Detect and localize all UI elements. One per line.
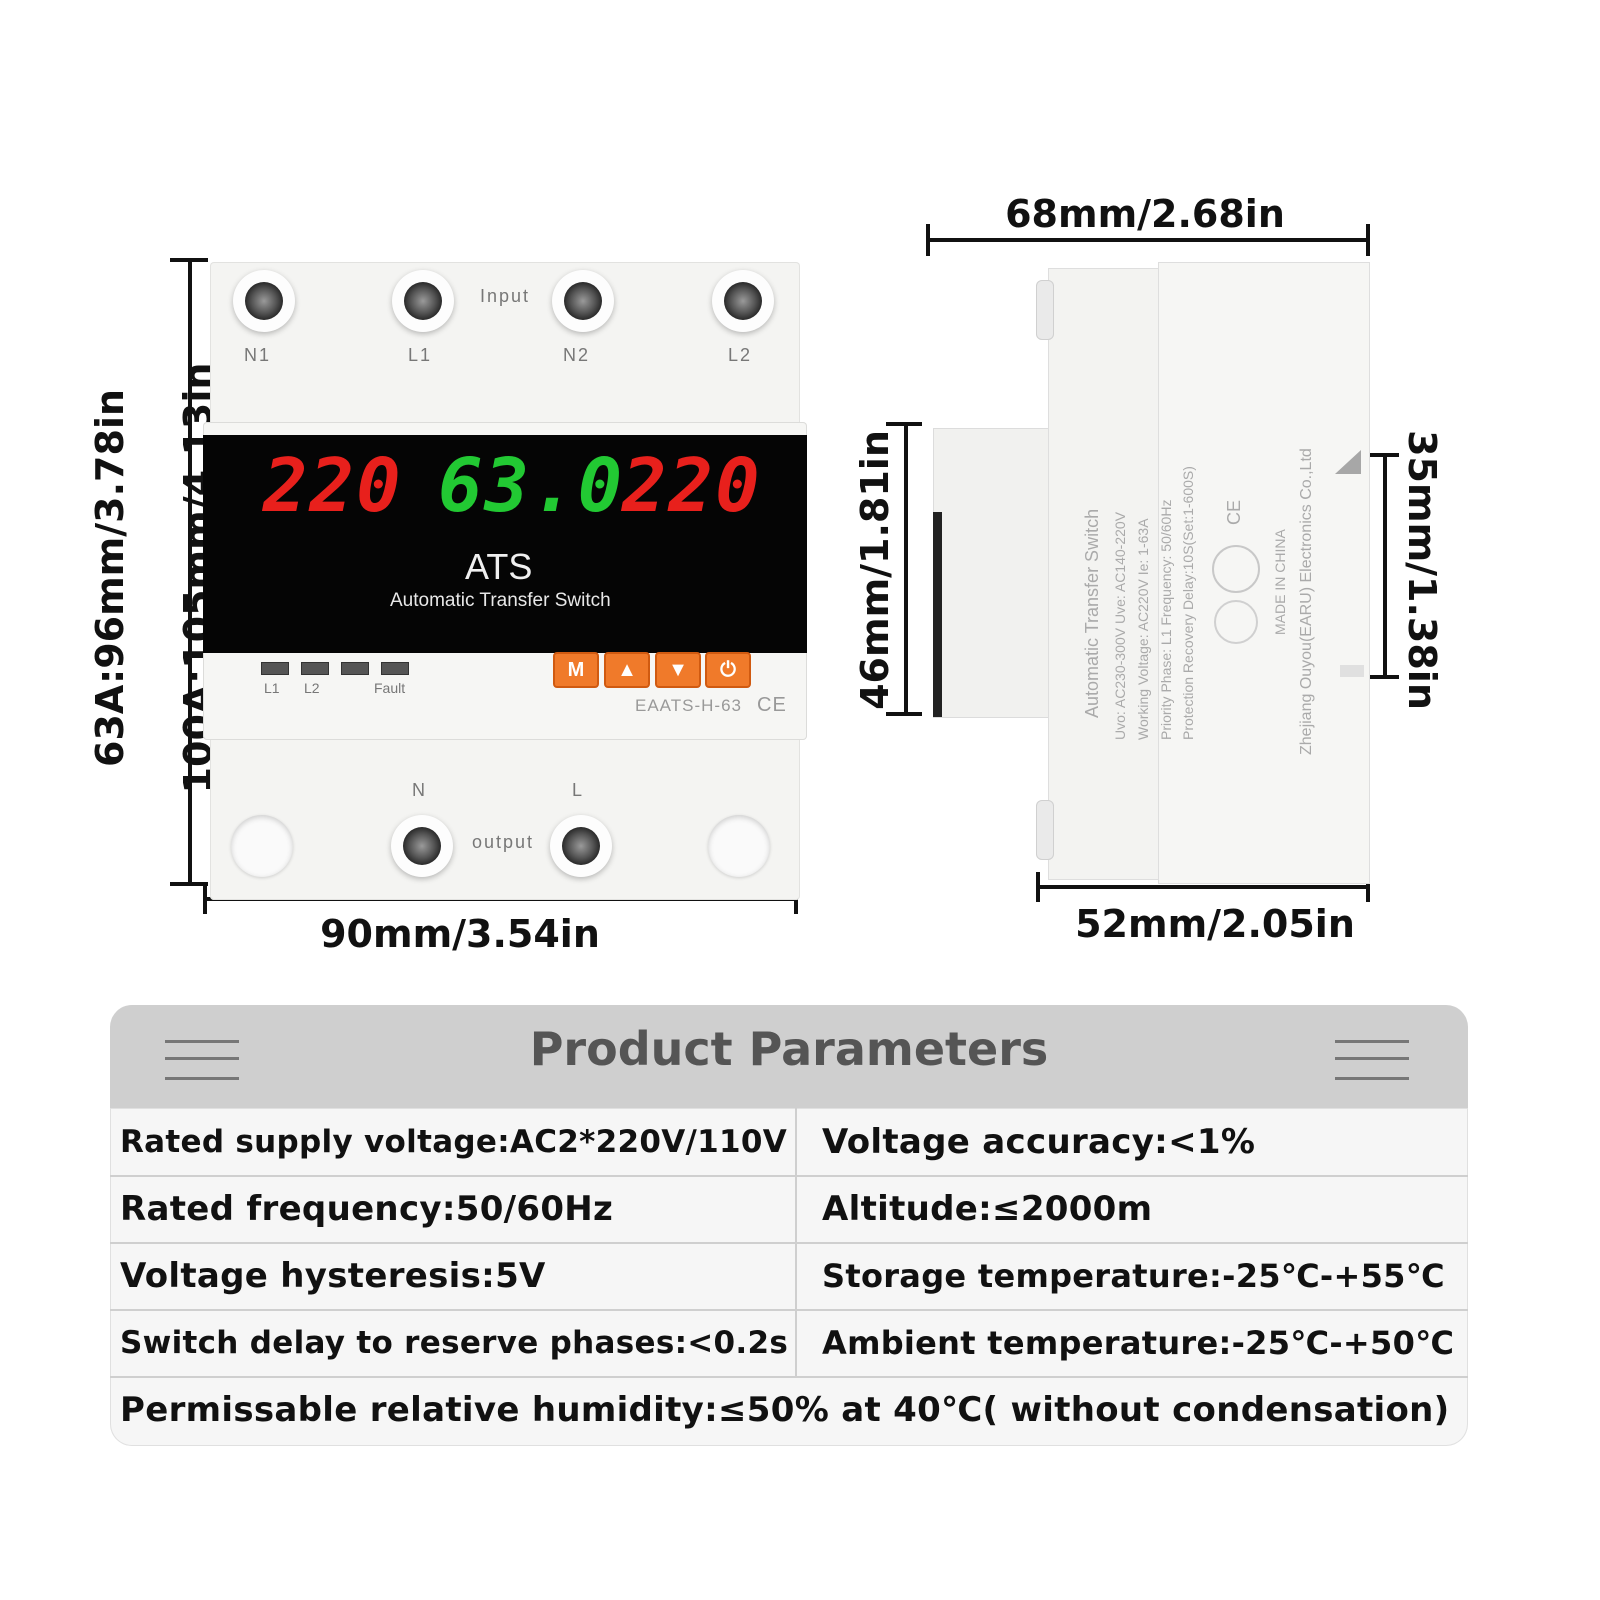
side-top-width-label: 68mm/2.68in	[1005, 192, 1285, 236]
side-bottom-cap-right	[1366, 872, 1370, 902]
front-width-label: 90mm/3.54in	[320, 912, 600, 956]
table-row: Rated supply voltage:AC2*220V/110V Volta…	[110, 1108, 1468, 1177]
model-number: EAATS-H-63	[635, 696, 742, 715]
front-height-63a-label: 63A:96mm/3.78in	[88, 389, 132, 767]
empty-terminal-right	[708, 815, 770, 877]
param-cell-right: Ambient temperature:-25℃-+50℃	[822, 1323, 1455, 1362]
side-top-width-line	[928, 238, 1370, 242]
side-bottom-width-line	[1038, 885, 1370, 889]
led-label-fault: Fault	[374, 680, 406, 696]
side-top-cap-right	[1366, 224, 1370, 256]
param-cell-left: Switch delay to reserve phases:<0.2s	[120, 1324, 789, 1361]
terminal-label-l: L	[572, 780, 585, 800]
table-row: Permissable relative humidity:≤50% at 40…	[110, 1376, 1468, 1443]
param-cell-left: Voltage hysteresis:5V	[120, 1255, 546, 1296]
terminal-screw-l1	[392, 270, 454, 332]
ats-subtitle: Automatic Transfer Switch	[390, 590, 611, 611]
side-label-line3: Working Voltage: AC220V Ie: 1-63A	[1135, 518, 1151, 740]
side-label-ce: CE	[1224, 499, 1244, 525]
side-clip-cap-top	[886, 422, 922, 426]
side-top-cap-left	[926, 224, 930, 256]
device-side-body	[1048, 268, 1160, 880]
side-rail-cap-bottom	[1367, 675, 1399, 679]
terminal-screw-n2	[552, 270, 614, 332]
led-label-l1: L1	[264, 680, 280, 696]
terminal-label-l1: L1	[408, 345, 433, 365]
side-label-line4: Priority Phase: L1 Frequency: 50/60Hz	[1158, 499, 1174, 740]
table-row: Rated frequency:50/60Hz Altitude:≤2000m	[110, 1175, 1468, 1244]
rail-notch-top	[1335, 450, 1361, 474]
side-label-line5: Protection Recovery Delay:10S(Set:1-600S…	[1180, 466, 1196, 740]
side-clip-height-label: 46mm/1.81in	[853, 430, 897, 710]
side-clip-height-line	[904, 424, 908, 716]
table-row: Voltage hysteresis:5V Storage temperatur…	[110, 1242, 1468, 1311]
terminal-label-n: N	[412, 780, 427, 800]
side-label-made-in: MADE IN CHINA	[1272, 529, 1288, 635]
rail-notch-bottom	[1340, 665, 1364, 677]
param-cell-left: Rated frequency:50/60Hz	[120, 1188, 614, 1229]
din-clip-edge	[933, 512, 942, 717]
menu-button[interactable]: M	[553, 652, 599, 688]
side-bottom-width-label: 52mm/2.05in	[1075, 902, 1355, 946]
param-cell-right: Altitude:≤2000m	[822, 1188, 1153, 1229]
side-knob-bottom	[1036, 800, 1054, 860]
empty-terminal-left	[231, 815, 293, 877]
up-button[interactable]: ▲	[604, 652, 650, 688]
device-top-section	[210, 262, 800, 432]
din-clip	[933, 428, 1053, 718]
param-cell-right: Voltage accuracy:<1%	[822, 1121, 1256, 1162]
recycle-logo-icon	[1214, 600, 1258, 644]
terminal-screw-l	[550, 815, 612, 877]
side-rail-height-line	[1383, 455, 1387, 677]
led-fault	[381, 662, 409, 675]
power-button[interactable]: ⏻	[705, 652, 751, 688]
terminal-screw-n1	[233, 270, 295, 332]
led-label-l2: L2	[304, 680, 320, 696]
param-cell-right: Storage temperature:-25℃-+55℃	[822, 1256, 1445, 1295]
side-clip-cap-bottom	[886, 712, 922, 716]
params-table	[110, 1108, 1468, 1446]
ce-mark-front: CE	[757, 694, 787, 716]
display-voltage-right: 220	[622, 443, 762, 529]
display-current-center: 63.0	[438, 443, 625, 529]
terminal-label-n1: N1	[244, 345, 272, 365]
led-extra	[341, 662, 369, 675]
table-row: Switch delay to reserve phases:<0.2s Amb…	[110, 1309, 1468, 1378]
front-height-cap-top	[170, 258, 208, 262]
device-bottom-section	[210, 735, 800, 900]
side-rail-height-label: 35mm/1.38in	[1400, 430, 1444, 710]
led-l1	[261, 662, 289, 675]
menu-lines-left-icon	[165, 1040, 239, 1080]
side-bottom-cap-left	[1036, 872, 1040, 902]
side-rail-cap-top	[1367, 453, 1399, 457]
params-title: Product Parameters	[529, 1022, 1049, 1076]
down-button[interactable]: ▼	[655, 652, 701, 688]
device-side-label-panel	[1158, 262, 1370, 884]
side-label-line2: Uvo: AC230-300V Uve: AC140-220V	[1112, 511, 1128, 740]
front-height-cap-bottom	[170, 882, 208, 886]
terminal-label-n2: N2	[563, 345, 591, 365]
ats-title: ATS	[465, 546, 533, 587]
certification-logo-icon	[1212, 545, 1260, 593]
output-label: output	[472, 832, 535, 852]
terminal-label-l2: L2	[728, 345, 753, 365]
lcd-display-panel	[203, 435, 807, 653]
terminal-screw-n	[391, 815, 453, 877]
side-knob-top	[1036, 280, 1054, 340]
front-height-line	[188, 260, 192, 885]
input-label: Input	[480, 286, 531, 306]
param-cell-full: Permissable relative humidity:≤50% at 40…	[120, 1389, 1450, 1430]
display-voltage-left: 220	[263, 443, 403, 529]
params-header	[110, 1005, 1468, 1115]
menu-lines-right-icon	[1335, 1040, 1409, 1080]
front-width-cap-left	[203, 882, 207, 914]
led-l2	[301, 662, 329, 675]
terminal-screw-l2	[712, 270, 774, 332]
side-label-title: Automatic Transfer Switch	[1082, 508, 1102, 718]
side-label-company: Zhejiang Ouyou(EARU) Electronics Co.,Ltd	[1298, 448, 1315, 755]
table-column-divider	[795, 1108, 797, 1376]
param-cell-left: Rated supply voltage:AC2*220V/110V	[120, 1123, 788, 1160]
